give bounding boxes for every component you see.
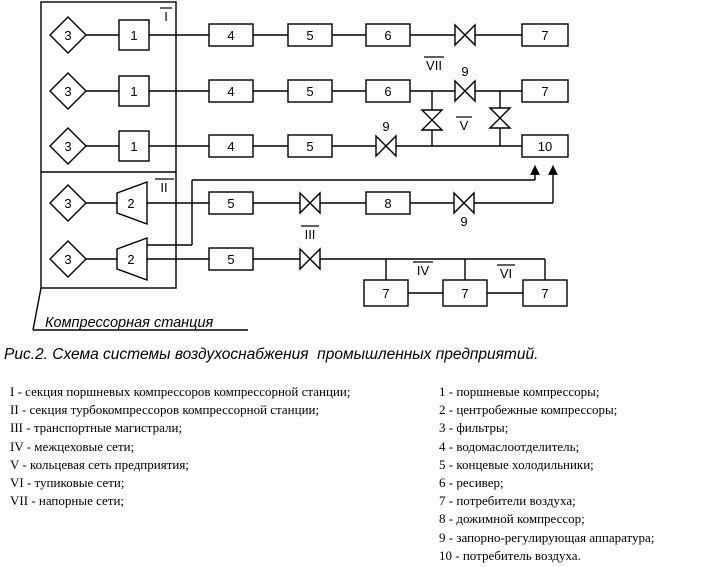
station-label: Компрессорная станция (45, 315, 214, 331)
section-label-ii: II (160, 180, 167, 195)
section-label-iii: III (305, 227, 316, 242)
separator-label: 4 (227, 139, 234, 154)
cooler (208, 23, 333, 271)
section-label-vi: VI (500, 266, 512, 281)
air-consumer-10 (521, 134, 569, 158)
legend-item: VI - тупиковые сети; (10, 474, 125, 490)
booster-compressor-label: 8 (384, 196, 391, 211)
legend-sections: I - секция поршневых компрессоров компре… (10, 383, 350, 510)
receiver (365, 23, 411, 103)
receiver-label: 6 (384, 84, 391, 99)
air-consumer-10-label: 10 (538, 139, 552, 154)
air-consumer-label: 7 (461, 286, 468, 301)
piston-compressor-label: 1 (130, 139, 137, 154)
valve-label: 9 (382, 119, 389, 134)
air-consumer-label: 7 (382, 286, 389, 301)
legend-item: 9 - запорно-регулирующая аппаратура; (439, 529, 655, 545)
filter-label: 3 (64, 139, 71, 154)
cooler-label: 5 (227, 252, 234, 267)
valve-icon (299, 23, 512, 271)
air-consumer-label: 7 (541, 28, 548, 43)
piston-compressor-label: 1 (130, 28, 137, 43)
piston-compressor (118, 19, 150, 162)
separator-label: 4 (227, 28, 234, 43)
legend-item: 4 - водомаслоотделитель; (439, 438, 580, 454)
legend-item: 1 - поршневые компрессоры; (439, 384, 600, 399)
filter-icon (49, 16, 87, 278)
legend-item: V - кольцевая сеть предприятия; (10, 456, 189, 472)
legend-components: 1 - поршневые компрессоры; 2 - центробеж… (439, 383, 654, 565)
filter-label: 3 (64, 28, 71, 43)
valve-label: 9 (460, 214, 467, 229)
cooler-label: 5 (306, 28, 313, 43)
filter-label: 3 (64, 196, 71, 211)
cooler-label: 5 (227, 196, 234, 211)
legend-item: 2 - центробежные компрессоры; (439, 402, 618, 418)
piston-compressor-label: 1 (130, 84, 137, 99)
legend-item: VII - напорные сети; (10, 493, 125, 509)
pipelines (86, 34, 558, 294)
air-consumer-label: 7 (541, 84, 548, 99)
legend-item: 3 - фильтры; (439, 420, 509, 436)
section-markers (155, 7, 515, 266)
air-consumer (363, 23, 569, 307)
legend-item: 7 - потребители воздуха; (439, 493, 576, 509)
booster-compressor (365, 191, 411, 215)
section-label-v: V (460, 118, 469, 133)
cooler-label: 5 (306, 139, 313, 154)
legend-item: 10 - потребитель воздуха. (439, 547, 581, 563)
air-supply-diagram: Компрессорная станция I II III IV V VI V… (32, 1, 569, 331)
filter-label: 3 (64, 252, 71, 267)
turbo-compressor-label: 2 (127, 252, 134, 267)
section-label-iv: IV (417, 263, 430, 278)
separator-label: 4 (227, 84, 234, 99)
legend-item: 8 - дожимной компрессор; (439, 511, 585, 527)
turbo-compressor-label: 2 (127, 196, 134, 211)
legend-item: IV - межцеховые сети; (10, 438, 135, 454)
legend-item: I - секция поршневых компрессоров компре… (10, 384, 351, 399)
valve-label: 9 (461, 64, 468, 79)
figure-caption: Рис.2. Схема системы воздухоснабжения пр… (4, 346, 539, 363)
turbo-compressor (116, 180, 148, 282)
legend-item: 6 - ресивер; (439, 474, 504, 490)
legend-item: 5 - концевые холодильники; (439, 456, 594, 472)
legend-item: II - секция турбокомпрессоров компрессор… (10, 402, 320, 418)
section-label-i: I (164, 9, 168, 24)
air-consumer-label: 7 (541, 286, 548, 301)
cooler-label: 5 (306, 84, 313, 99)
compressor-station (32, 1, 248, 331)
receiver-label: 6 (384, 28, 391, 43)
section-label-vii: VII (426, 58, 442, 73)
separator (208, 23, 254, 158)
legend-item: III - транспортные магистрали; (10, 420, 183, 436)
filter-label: 3 (64, 84, 71, 99)
